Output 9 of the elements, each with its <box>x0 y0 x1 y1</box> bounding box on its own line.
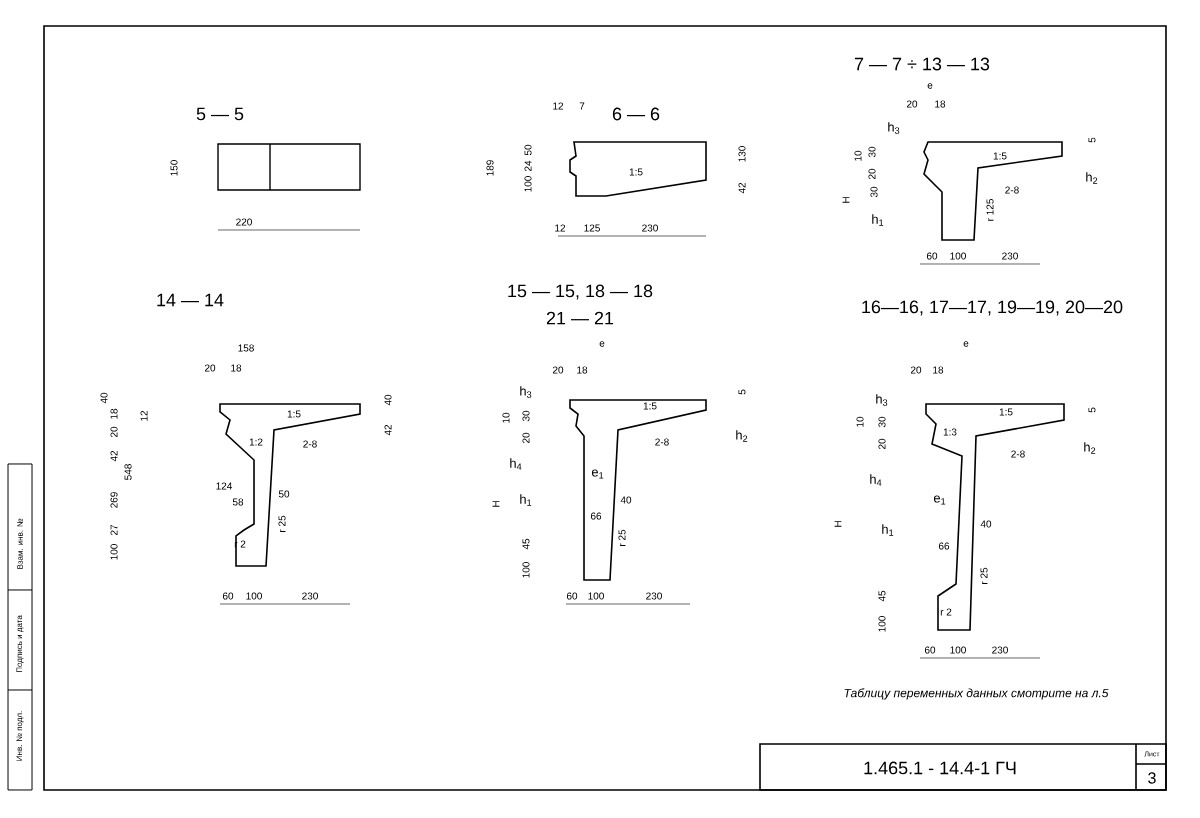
section-title: 15 — 15, 18 — 18 <box>508 284 653 300</box>
section-title: 14 — 14 <box>157 293 224 307</box>
sheet-number: 3 <box>1148 772 1156 784</box>
section-title: 5 — 5 <box>196 107 244 121</box>
section-title: 16—16, 17—17, 19—19, 20—20 <box>862 300 1123 316</box>
drawing-code: 1.465.1 - 14.4-1 ГЧ <box>864 761 1016 775</box>
section-title: 21 — 21 <box>546 311 614 325</box>
section-title: 6 — 6 <box>612 107 660 121</box>
section-title: 7 — 7 ÷ 13 — 13 <box>854 57 990 71</box>
